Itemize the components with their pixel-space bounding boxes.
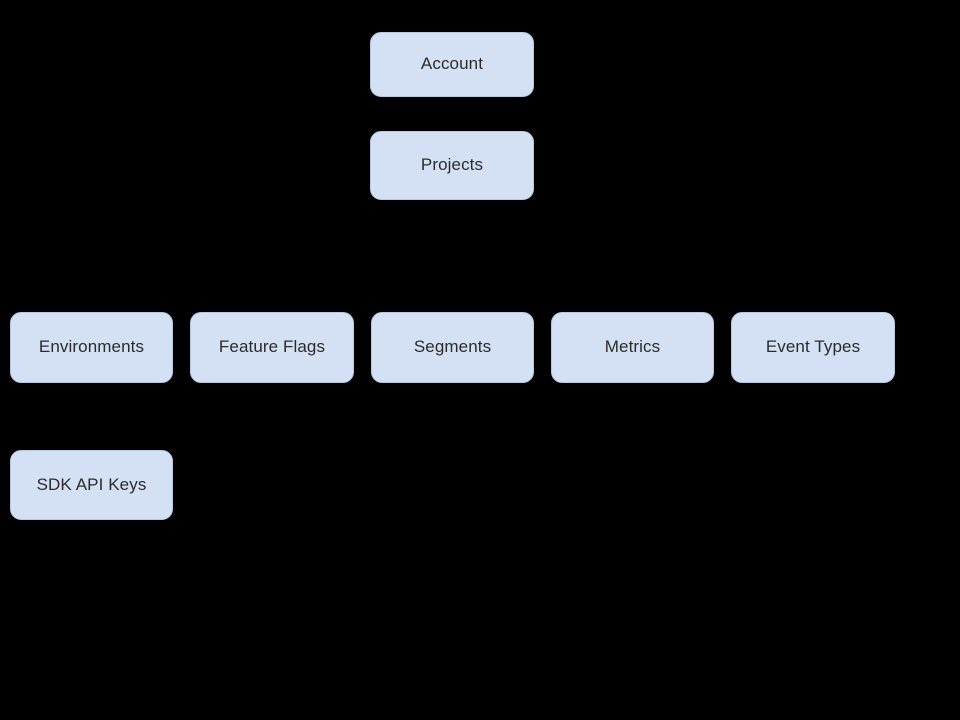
- node-environments[interactable]: Environments: [10, 312, 173, 383]
- node-segments[interactable]: Segments: [371, 312, 534, 383]
- node-feature-flags[interactable]: Feature Flags: [190, 312, 354, 383]
- node-label-metrics: Metrics: [604, 337, 661, 357]
- node-label-account: Account: [420, 54, 484, 74]
- node-projects[interactable]: Projects: [370, 131, 534, 200]
- node-label-segments: Segments: [413, 337, 492, 357]
- node-label-environments: Environments: [38, 337, 145, 357]
- node-metrics[interactable]: Metrics: [551, 312, 714, 383]
- node-event-types[interactable]: Event Types: [731, 312, 895, 383]
- node-label-event-types: Event Types: [765, 337, 861, 357]
- node-label-feature-flags: Feature Flags: [218, 337, 326, 357]
- node-account[interactable]: Account: [370, 32, 534, 97]
- node-label-sdk-api-keys: SDK API Keys: [36, 474, 147, 494]
- node-label-projects: Projects: [420, 155, 484, 175]
- node-sdk-api-keys[interactable]: SDK API Keys: [10, 450, 173, 520]
